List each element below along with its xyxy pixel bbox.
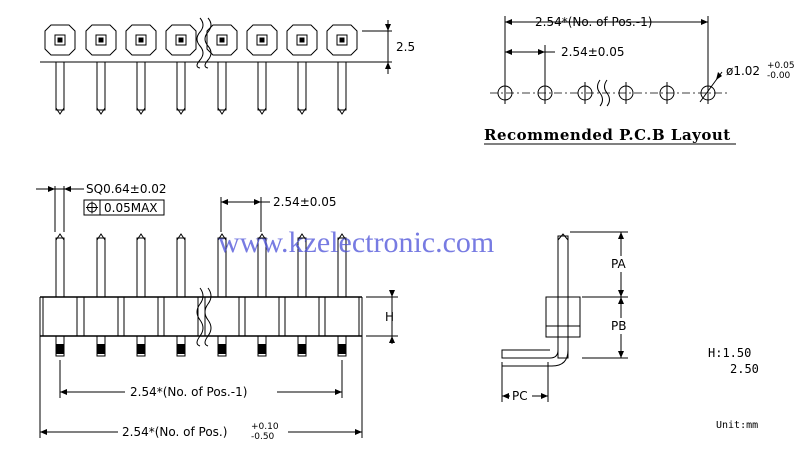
front-pin-2 [83, 233, 119, 357]
pcb-holes [497, 82, 716, 104]
front-pitch: 2.54±0.05 [273, 195, 337, 209]
pcb-hole-3 [577, 82, 593, 104]
overall-tol-plus: +0.10 [251, 422, 279, 432]
h-value-second: 2.50 [730, 362, 759, 376]
overall-length: 2.54*(No. of Pos.) [122, 425, 227, 439]
h-value-label: H:1.50 [708, 346, 751, 360]
watermark: www.kzelectronic.com [218, 226, 494, 259]
top-pin-2 [85, 24, 117, 115]
front-pin-4 [163, 233, 199, 357]
top-pin-6 [246, 24, 278, 115]
pcb-hole-4 [618, 82, 634, 104]
pb-label: PB [611, 319, 626, 333]
pcb-layout-title: Recommended P.C.B Layout [484, 126, 731, 144]
hole-dia-tol-minus: -0.00 [767, 71, 791, 81]
front-pin-3 [123, 233, 159, 357]
position-tolerance: 0.05MAX [104, 201, 158, 215]
overall-tol-minus: -0.50 [251, 432, 275, 442]
top-view-pins [40, 24, 362, 115]
top-pin-7 [286, 24, 318, 115]
top-view: 2.5 [40, 17, 415, 115]
front-break-mark [196, 287, 212, 347]
pcb-break-mark [597, 79, 610, 107]
top-break-mark [196, 17, 212, 69]
pc-label: PC [512, 389, 528, 403]
pcb-hole-6 [700, 82, 716, 104]
side-view: PA PB PC [501, 231, 634, 403]
pcb-overall-pitch: 2.54*(No. of Pos.-1) [535, 15, 652, 29]
front-height-label: H [385, 310, 394, 324]
pcb-hole-5 [659, 82, 675, 104]
unit-label: Unit:mm [716, 420, 758, 431]
hole-dia-tol-plus: +0.05 [767, 61, 795, 71]
top-pin-5 [206, 24, 238, 115]
pin-size-dim: SQ0.64±0.02 [86, 182, 167, 196]
front-span-pitch: 2.54*(No. of Pos.-1) [130, 385, 247, 399]
top-pin-8 [326, 24, 358, 115]
pcb-pitch: 2.54±0.05 [561, 45, 625, 59]
hole-diameter: ø1.02 [726, 64, 760, 78]
pa-label: PA [611, 257, 626, 271]
top-pin-4 [165, 24, 197, 115]
top-pin-3 [125, 24, 157, 115]
top-height-dim: 2.5 [396, 40, 415, 54]
pcb-hole-2 [537, 82, 553, 104]
front-view: SQ0.64±0.02 0.05MAX 2.54±0.05 H 2.54*(N [36, 182, 398, 442]
pcb-hole-1 [497, 82, 513, 104]
pcb-layout: 2.54*(No. of Pos.-1) 2.54±0.05 ø1.02 +0.… [484, 15, 795, 145]
top-pin-1 [44, 24, 76, 115]
front-pin-1 [42, 233, 78, 357]
